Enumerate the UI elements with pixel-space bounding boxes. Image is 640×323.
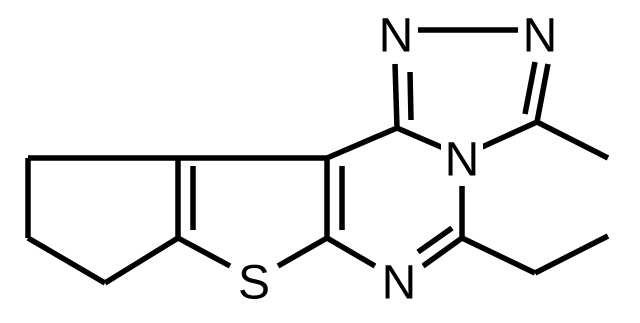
- atom-n-top-left: N: [379, 10, 414, 63]
- bond-ntr-c3-double: [522, 61, 538, 115]
- atom-n-top-right: N: [523, 10, 558, 63]
- bond-s-c7a: [176, 235, 232, 269]
- atom-n-bridge: N: [445, 134, 480, 187]
- bond-ethyl: [533, 233, 610, 276]
- bond-c4a-s: [276, 235, 329, 269]
- atom-s: S: [238, 257, 270, 310]
- atom-n-bottom: N: [382, 257, 417, 310]
- bond-c5-ethyl: [460, 235, 537, 276]
- bond-ntl-c9b: [392, 63, 400, 129]
- bond-c3-methyl: [535, 119, 610, 161]
- bond-c5-nbottom: [421, 235, 464, 269]
- bond-ch2b-ch2c: [26, 235, 107, 286]
- bond-ntr-c3: [534, 63, 551, 123]
- bond-c5-nbottom-double: [416, 225, 454, 255]
- atom-labels: N N N N S: [232, 10, 561, 310]
- atom-bg-s: [232, 260, 276, 308]
- atom-bg-n-top-right: [519, 12, 561, 60]
- atom-bg-n-bottom: [376, 260, 422, 308]
- bond-ch2c-c7a: [103, 235, 180, 286]
- atom-bg-n-top-left: [375, 12, 417, 60]
- bond-c3-nbridge: [480, 119, 539, 150]
- bond-c9a-c9b: [325, 125, 399, 161]
- bond-lines: [25, 27, 610, 286]
- bond-c9b-nbridge: [395, 125, 450, 153]
- bond-nbottom-c4a: [325, 235, 377, 269]
- atom-bg-n-bridge: [441, 140, 483, 186]
- bond-ntl-c9b-double: [407, 71, 414, 121]
